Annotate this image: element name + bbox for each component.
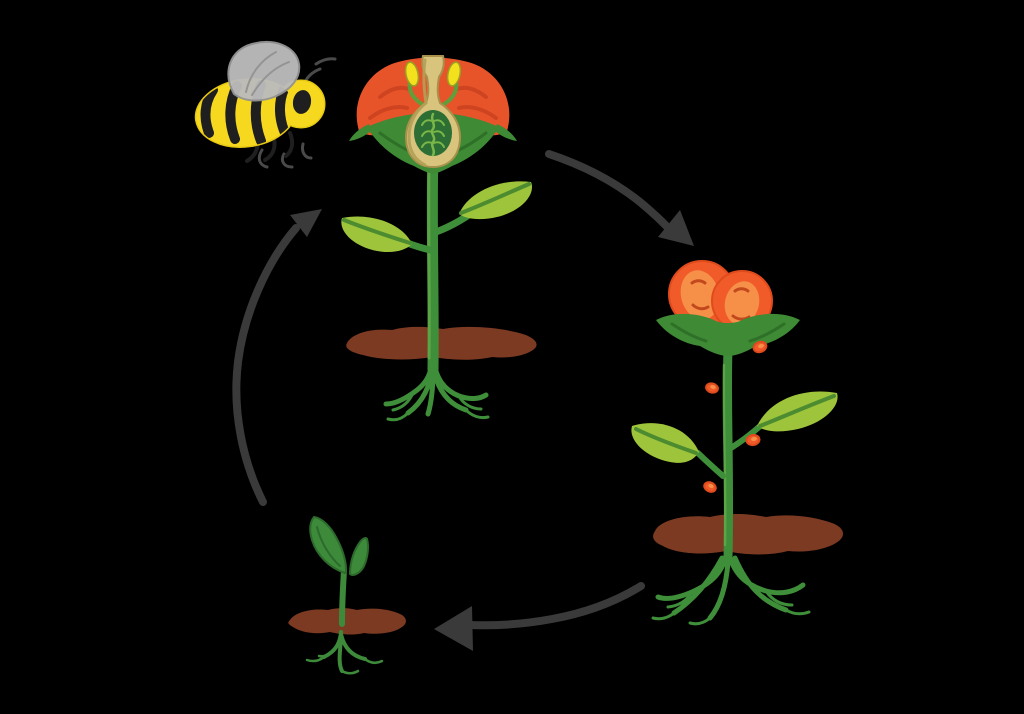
soil <box>653 513 844 555</box>
bee-icon <box>194 41 337 169</box>
leaf-midribs <box>634 394 836 455</box>
seed-highlight <box>751 436 757 442</box>
arrowhead-icon <box>434 606 473 651</box>
pistil-shading <box>407 58 428 167</box>
arrow-seedling-to-flower <box>232 209 322 506</box>
fruiting-plant <box>631 260 844 626</box>
stem <box>722 345 734 563</box>
root-branchlets <box>386 391 490 422</box>
petioles <box>695 424 762 479</box>
petal-streaks <box>368 85 498 120</box>
sepal-tips <box>349 124 517 141</box>
stem-highlight <box>427 166 431 360</box>
stem <box>426 146 439 376</box>
motion-lines <box>257 142 313 169</box>
anther-right <box>446 61 462 87</box>
anther-left <box>404 61 420 87</box>
arrow-fruit-to-seedling <box>434 582 645 651</box>
cotyledon-left-rib <box>316 526 341 567</box>
cotyledon-left <box>309 515 348 575</box>
roots <box>322 630 367 673</box>
stem <box>339 567 347 627</box>
arrow-flower-to-fruit <box>545 150 694 246</box>
flowering-plant <box>341 55 537 422</box>
fruit-seed-marks <box>690 279 751 321</box>
bee-eye <box>292 90 312 114</box>
calyx <box>656 313 800 356</box>
leaf-midribs <box>342 182 531 245</box>
arrow-shaft <box>545 150 675 235</box>
stem-highlight <box>722 363 727 547</box>
seed-highlight <box>758 343 764 349</box>
falling-seeds <box>703 340 768 493</box>
bee-wing-icon <box>227 41 301 102</box>
cotyledon-right <box>348 537 369 577</box>
root-branchlets <box>305 648 384 675</box>
seed-highlight <box>708 483 714 489</box>
arrow-shaft <box>466 582 645 630</box>
soil <box>346 326 537 360</box>
arrowhead-icon <box>290 209 322 237</box>
ovule-stalk <box>430 112 436 157</box>
soil <box>288 608 406 635</box>
fruit-left-flesh <box>680 270 720 320</box>
calyx-shading <box>670 322 786 343</box>
arrowhead-icon <box>658 210 694 246</box>
root-branchlets <box>651 589 811 626</box>
bee-stripes <box>200 80 290 146</box>
arrow-shaft <box>232 224 300 506</box>
seed-highlight <box>710 385 716 389</box>
fruit-right-flesh <box>724 281 760 325</box>
bee-wing-veins <box>245 51 290 96</box>
ovules <box>421 119 445 148</box>
seedling <box>288 515 406 675</box>
